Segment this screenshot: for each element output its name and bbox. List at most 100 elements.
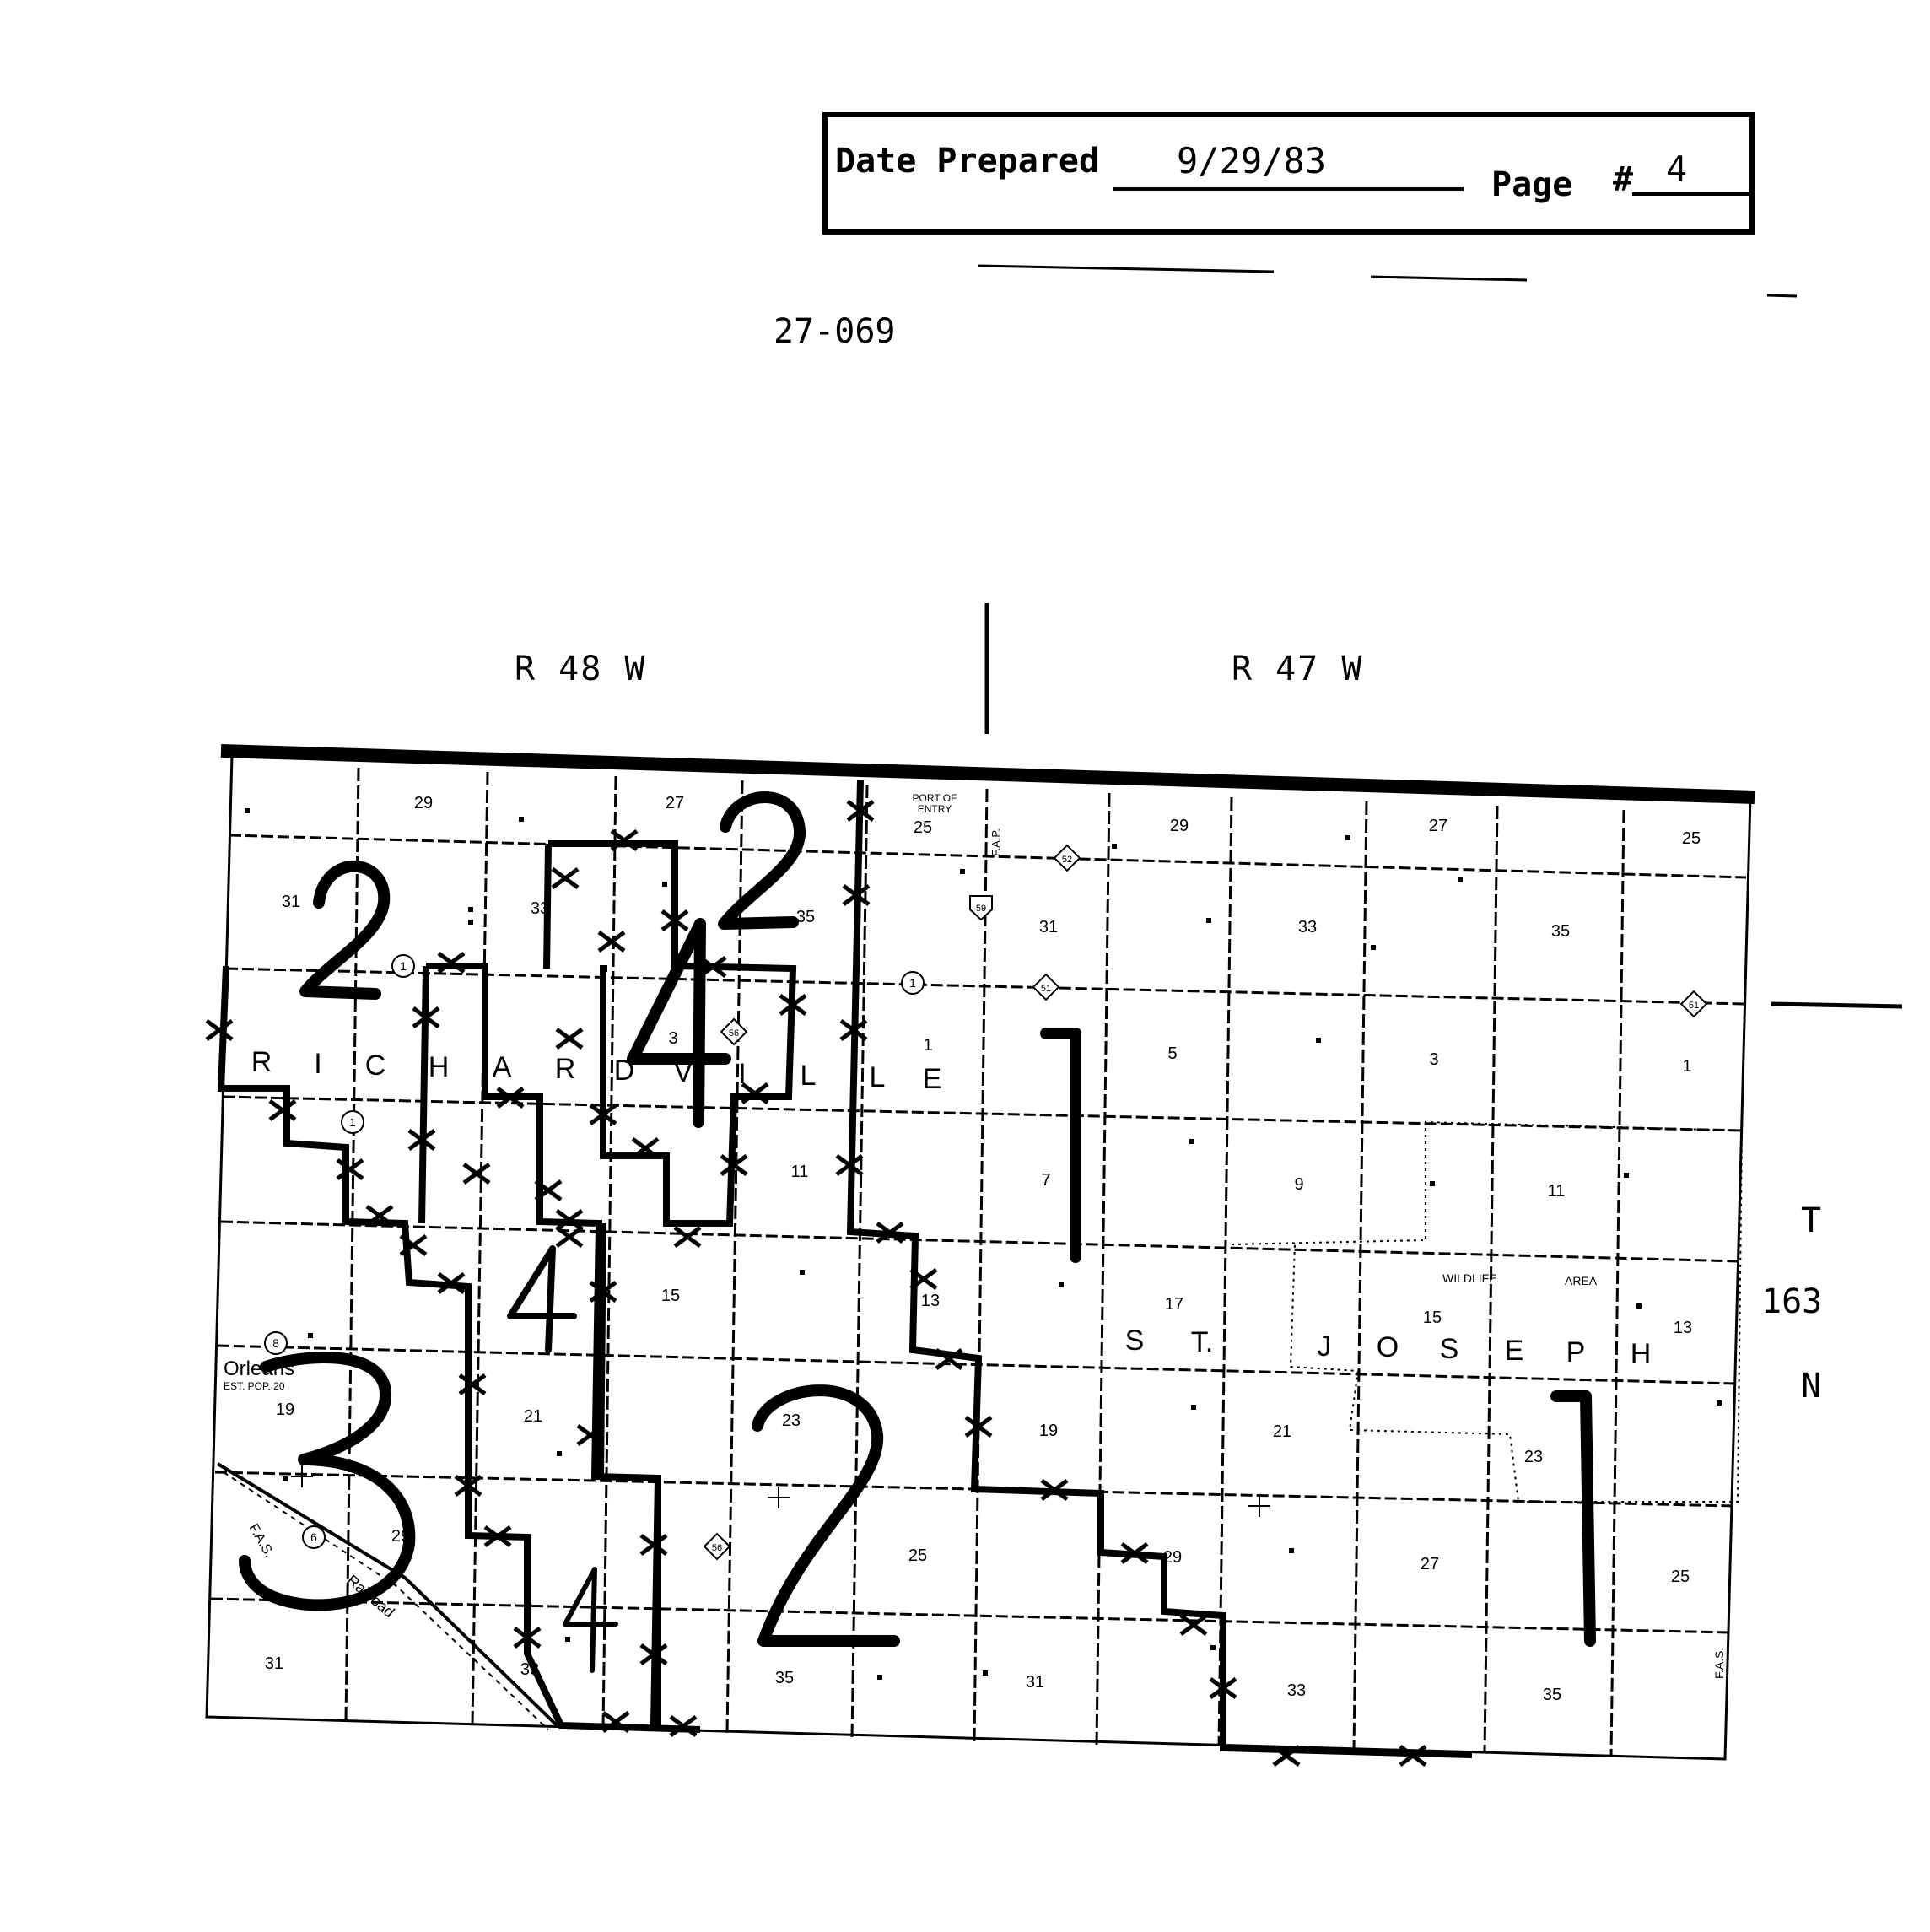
range-right-label: R 47 W: [1232, 650, 1364, 688]
route-6-shield: 6: [302, 1525, 326, 1549]
port-of-entry-line2: ENTRY: [918, 803, 952, 815]
svg-text:35: 35: [796, 908, 815, 926]
district-four-labels: [507, 918, 731, 1673]
svg-text:33: 33: [531, 899, 549, 918]
svg-text:33: 33: [520, 1660, 539, 1679]
range-left-label: R 48 W: [515, 650, 647, 688]
svg-text:35: 35: [775, 1669, 794, 1687]
svg-text:27: 27: [1421, 1555, 1439, 1573]
boundary-cross-marks: [205, 799, 1427, 1767]
svg-text:L: L: [870, 1061, 886, 1093]
svg-text:S: S: [1125, 1325, 1145, 1357]
svg-text:I: I: [738, 1058, 746, 1090]
svg-text:R: R: [251, 1046, 272, 1078]
route-shields: 1 1 1 8 6 56 56 59 51 51 52: [264, 844, 1708, 1561]
svg-text:23: 23: [782, 1411, 801, 1430]
svg-text:33: 33: [1298, 918, 1317, 936]
page-hash: #: [1613, 160, 1634, 199]
svg-text:31: 31: [1026, 1673, 1044, 1692]
port-of-entry-line1: PORT OF: [913, 792, 957, 804]
route-1-shield-a: 1: [391, 954, 415, 978]
svg-text:9: 9: [1294, 1175, 1303, 1194]
svg-text:51: 51: [1041, 984, 1051, 994]
svg-text:1: 1: [1682, 1057, 1691, 1076]
township-richardville-label: R I C H A R D V I L L E: [251, 1046, 942, 1095]
svg-text:E: E: [923, 1063, 942, 1095]
place-labels: Orleans EST. POP. 20 PORT OF ENTRY WILDL…: [224, 792, 1726, 1679]
svg-text:8: 8: [272, 1336, 279, 1350]
svg-text:19: 19: [276, 1400, 294, 1419]
svg-text:25: 25: [908, 1546, 927, 1565]
svg-text:L: L: [801, 1060, 817, 1092]
svg-text:S: S: [1440, 1333, 1459, 1365]
svg-text:21: 21: [1273, 1422, 1291, 1441]
svg-text:31: 31: [282, 893, 300, 911]
svg-text:3: 3: [1429, 1050, 1438, 1069]
svg-text:A: A: [493, 1051, 512, 1083]
svg-text:O: O: [1377, 1331, 1399, 1363]
svg-text:56: 56: [729, 1028, 739, 1039]
route-56-shield-a: 56: [720, 1017, 748, 1046]
svg-text:P: P: [1566, 1336, 1586, 1368]
township-divider-line: [1771, 1001, 1903, 1009]
svg-text:27: 27: [1429, 817, 1448, 835]
route-56-shield-b: 56: [703, 1532, 731, 1561]
document-id: 27-069: [774, 312, 896, 351]
svg-text:27: 27: [666, 794, 684, 812]
svg-text:1: 1: [349, 1115, 356, 1129]
township-t: T: [1801, 1201, 1822, 1240]
benchmark-crosses: [291, 1465, 1270, 1517]
header-box: [822, 112, 1755, 235]
svg-text:56: 56: [712, 1543, 722, 1553]
svg-text:1: 1: [400, 959, 407, 973]
svg-text:V: V: [674, 1056, 693, 1088]
svg-text:6: 6: [310, 1530, 317, 1544]
svg-text:5: 5: [1167, 1044, 1177, 1063]
fas-right-label: F.A.S.: [1712, 1648, 1726, 1679]
fap-label: F.A.P.: [989, 828, 1002, 856]
svg-text:E: E: [1505, 1335, 1524, 1367]
district-boundary: [217, 780, 1473, 1758]
svg-text:13: 13: [921, 1292, 940, 1310]
svg-text:29: 29: [414, 794, 433, 812]
svg-text:I: I: [314, 1048, 321, 1080]
svg-text:15: 15: [661, 1287, 680, 1305]
route-52-shield: 52: [1053, 844, 1081, 872]
svg-text:31: 31: [1039, 918, 1058, 936]
svg-text:H: H: [429, 1051, 450, 1083]
area-label: AREA: [1565, 1274, 1598, 1287]
route-1-shield-c: 1: [901, 971, 925, 995]
svg-text:7: 7: [1041, 1171, 1050, 1190]
svg-text:21: 21: [524, 1407, 542, 1426]
svg-text:33: 33: [1287, 1681, 1306, 1700]
svg-text:19: 19: [1039, 1422, 1058, 1440]
route-59-shield: 59: [969, 895, 993, 921]
route-8-shield: 8: [264, 1331, 288, 1355]
svg-text:3: 3: [668, 1029, 677, 1048]
svg-text:31: 31: [265, 1654, 283, 1673]
svg-text:35: 35: [1551, 922, 1570, 941]
date-underline: [1113, 187, 1464, 191]
route-51-shield-a: 51: [1032, 973, 1060, 1001]
district-number-labels: [239, 791, 1596, 1647]
svg-text:59: 59: [976, 904, 986, 914]
svg-text:11: 11: [791, 1163, 809, 1181]
svg-text:35: 35: [1543, 1686, 1561, 1704]
svg-text:11: 11: [1548, 1182, 1566, 1201]
fas-6-label: F.A.S.: [246, 1522, 277, 1560]
date-prepared-label: Date Prepared: [835, 142, 1100, 181]
svg-text:29: 29: [1170, 817, 1189, 835]
svg-text:T.: T.: [1191, 1326, 1213, 1358]
svg-text:H: H: [1631, 1338, 1652, 1370]
svg-text:52: 52: [1062, 855, 1072, 865]
page-label: Page: [1491, 165, 1573, 204]
svg-text:R: R: [555, 1053, 576, 1085]
township-number: 163: [1761, 1282, 1823, 1321]
svg-text:25: 25: [1671, 1568, 1690, 1586]
svg-text:29: 29: [1163, 1548, 1182, 1567]
route-51-shield-b: 51: [1679, 990, 1708, 1018]
svg-text:29: 29: [391, 1527, 410, 1546]
farmstead-markers: [245, 808, 1722, 1680]
svg-text:C: C: [365, 1050, 386, 1082]
